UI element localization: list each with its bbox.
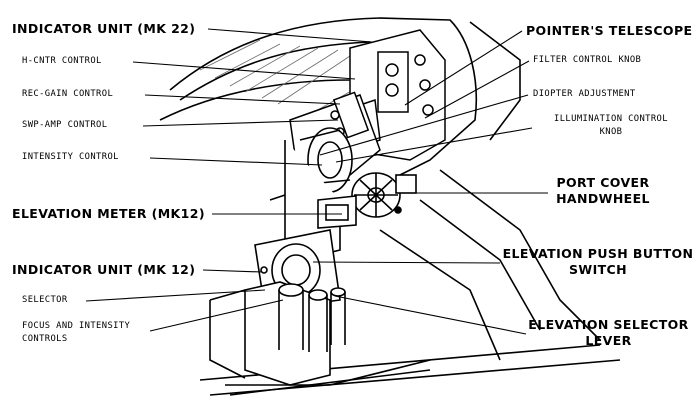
label-illumination-line2: KNOB [599, 127, 623, 137]
port-cover-handwheel [351, 172, 417, 218]
leader-lines [85, 28, 548, 335]
label-elev-push-line2: SWITCH [568, 262, 627, 277]
label-elevation-meter-mk12: ELEVATION METER (MK12) [12, 206, 205, 221]
label-diopter-adjustment: DIOPTER ADJUSTMENT [533, 89, 636, 99]
label-focus-intensity-line1: FOCUS AND INTENSITY [22, 321, 131, 331]
label-illumination-line1: ILLUMINATION CONTROL [554, 114, 668, 124]
label-indicator-unit-mk22: INDICATOR UNIT (MK 22) [12, 21, 196, 36]
elevation-meter-mk12 [317, 195, 357, 229]
label-port-cover-line1: PORT COVER [556, 175, 650, 190]
label-filter-control-knob: FILTER CONTROL KNOB [533, 55, 642, 65]
crt-cylinder [299, 127, 353, 193]
label-port-cover-line2: HANDWHEEL [556, 191, 650, 206]
label-h-cntr-control: H-CNTR CONTROL [22, 56, 102, 66]
label-selector: SELECTOR [22, 295, 68, 305]
label-elev-selector-line2: LEVER [585, 333, 632, 348]
label-rec-gain-control: REC-GAIN CONTROL [22, 89, 114, 99]
label-focus-intensity-line2: CONTROLS [22, 334, 68, 344]
label-intensity-control: INTENSITY CONTROL [22, 152, 119, 162]
housing-hood [159, 17, 621, 396]
label-elev-push-line1: ELEVATION PUSH BUTTON [502, 246, 694, 261]
label-pointers-telescope: POINTER'S TELESCOPE [526, 23, 693, 38]
lower-cabinet [244, 281, 346, 386]
label-swp-amp-control: SWP-AMP CONTROL [22, 120, 108, 130]
label-indicator-unit-mk12: INDICATOR UNIT (MK 12) [12, 262, 196, 277]
label-elev-selector-line1: ELEVATION SELECTOR [528, 317, 689, 332]
